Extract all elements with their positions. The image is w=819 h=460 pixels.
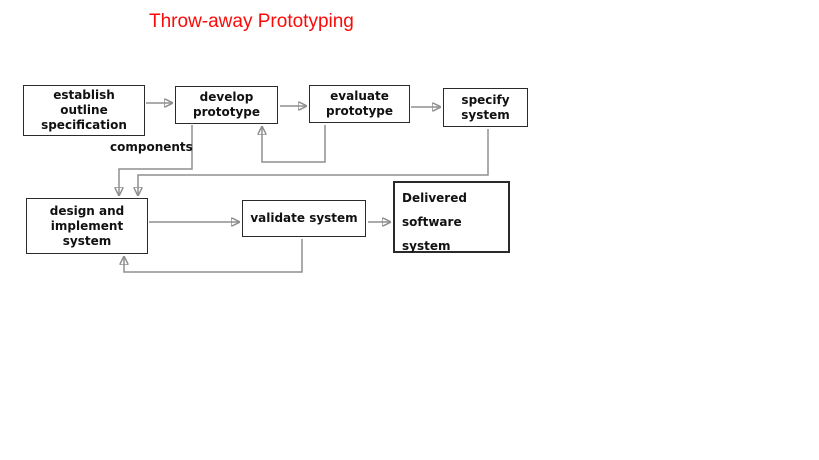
node-validate-system: validate system [242,200,366,237]
diagram-title: Throw-away Prototyping [149,11,354,32]
node-design-and-implement-system: design and implement system [26,198,148,254]
node-evaluate-prototype: evaluate prototype [309,85,410,123]
node-specify-system: specify system [443,88,528,127]
arrow-evaluate-back-to-develop [262,125,326,163]
arrow-develop-components-to-design [119,125,193,195]
arrow-validate-back-to-design [124,239,303,273]
node-establish-outline-specification: establish outline specification [23,85,145,136]
components-label: components [110,140,193,154]
node-delivered-software-system: Delivered software system [393,181,510,253]
arrow-specify-to-design [138,129,489,195]
node-develop-prototype: develop prototype [175,86,278,124]
